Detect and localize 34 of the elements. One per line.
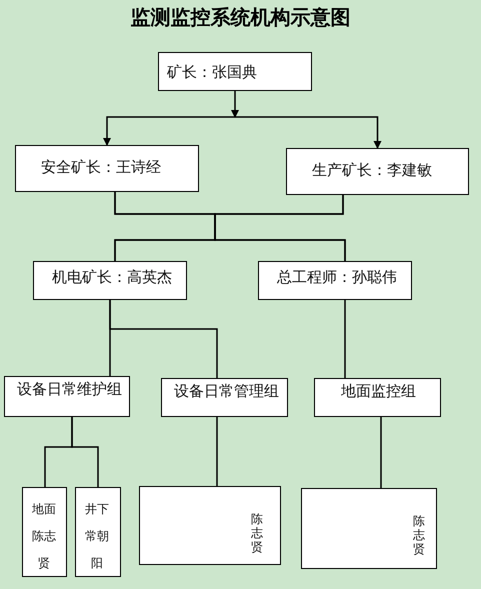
box-label: 陈志贤 [251,512,264,554]
box-label: 机电矿长：高英杰 [52,268,172,287]
connector-line [380,417,382,488]
box-label: 井下常朝阳 [84,501,110,572]
box-label: 地面监控组 [341,382,416,401]
box-label: 安全矿长：王诗经 [41,158,161,177]
box-label: 生产矿长：李建敏 [312,161,432,180]
connector-line [214,195,346,261]
org-box [161,378,288,417]
connector-line [216,417,218,486]
connector-line [235,116,382,149]
org-box [158,52,312,91]
box-label: 设备日常维护组 [17,380,122,399]
connector-line [71,417,99,487]
group-member-box [22,487,67,577]
group-member-box [301,488,437,569]
group-member-box [75,487,121,577]
box-label: 总工程师：孙聪伟 [277,268,397,287]
box-label: 地面陈志贤 [31,501,57,572]
box-label: 设备日常管理组 [174,382,279,401]
group-member-box [139,486,281,565]
org-box [258,261,412,300]
box-label: 矿长：张国典 [167,63,257,82]
org-box [33,261,187,300]
connector-line [344,300,346,378]
org-box [314,378,441,417]
title: 监测监控系统机构示意图 [130,4,352,31]
connector-line [109,300,218,378]
box-label: 陈志贤 [413,514,426,556]
connector-line [103,116,235,146]
org-box [286,148,469,195]
org-box [15,145,199,192]
org-box [4,376,130,417]
connector-line [231,91,239,118]
